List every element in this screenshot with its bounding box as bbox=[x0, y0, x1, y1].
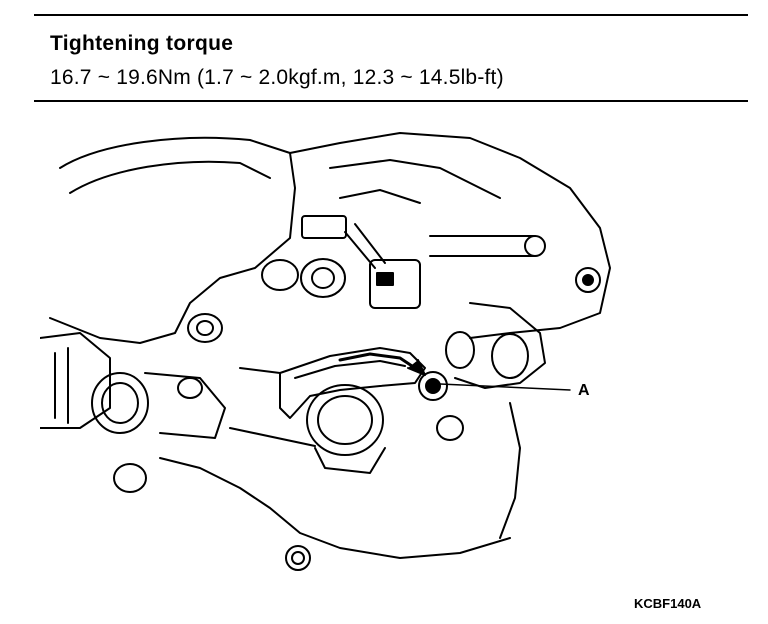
bolt-icon bbox=[575, 267, 601, 293]
sensor-connector bbox=[301, 215, 421, 309]
cylinder-block-outline bbox=[289, 132, 611, 339]
mounting-boss bbox=[177, 377, 203, 399]
spec-torque-value: 16.7 ~ 19.6Nm (1.7 ~ 2.0kgf.m, 12.3 ~ 14… bbox=[50, 66, 504, 89]
timing-belt bbox=[229, 427, 316, 447]
spec-title: Tightening torque bbox=[50, 32, 234, 55]
right-bracket-outline bbox=[454, 302, 546, 389]
lower-plug bbox=[285, 545, 311, 571]
mounting-boss bbox=[491, 333, 529, 379]
mounting-boss bbox=[196, 320, 214, 336]
callout-label: A bbox=[578, 382, 590, 399]
mounting-boss bbox=[445, 331, 475, 369]
mounting-boss bbox=[436, 415, 464, 441]
tensioner-bolt-icon bbox=[418, 371, 448, 401]
callout-leader bbox=[407, 359, 571, 391]
timing-cover-inner-edge bbox=[69, 160, 271, 194]
coolant-pipe bbox=[429, 235, 546, 257]
figure-code: KCBF140A bbox=[634, 596, 702, 611]
torque-spec-box: Tightening torque 16.7 ~ 19.6Nm (1.7 ~ 2… bbox=[34, 14, 748, 102]
lower-plug bbox=[291, 551, 305, 565]
tensioner-bracket bbox=[279, 347, 426, 419]
engine-line-drawing bbox=[40, 132, 611, 571]
block-rib bbox=[339, 189, 421, 204]
timing-belt bbox=[239, 367, 281, 374]
mounting-boss bbox=[187, 313, 223, 343]
mounting-boss bbox=[113, 463, 147, 493]
oil-pan-outline bbox=[159, 457, 511, 559]
mounting-boss bbox=[261, 258, 346, 298]
left-shaft-assembly bbox=[40, 332, 226, 439]
block-rib bbox=[329, 159, 501, 199]
tensioner-pulley bbox=[306, 384, 386, 474]
timing-cover-outline bbox=[49, 136, 296, 344]
lower-block-outline bbox=[499, 402, 521, 539]
